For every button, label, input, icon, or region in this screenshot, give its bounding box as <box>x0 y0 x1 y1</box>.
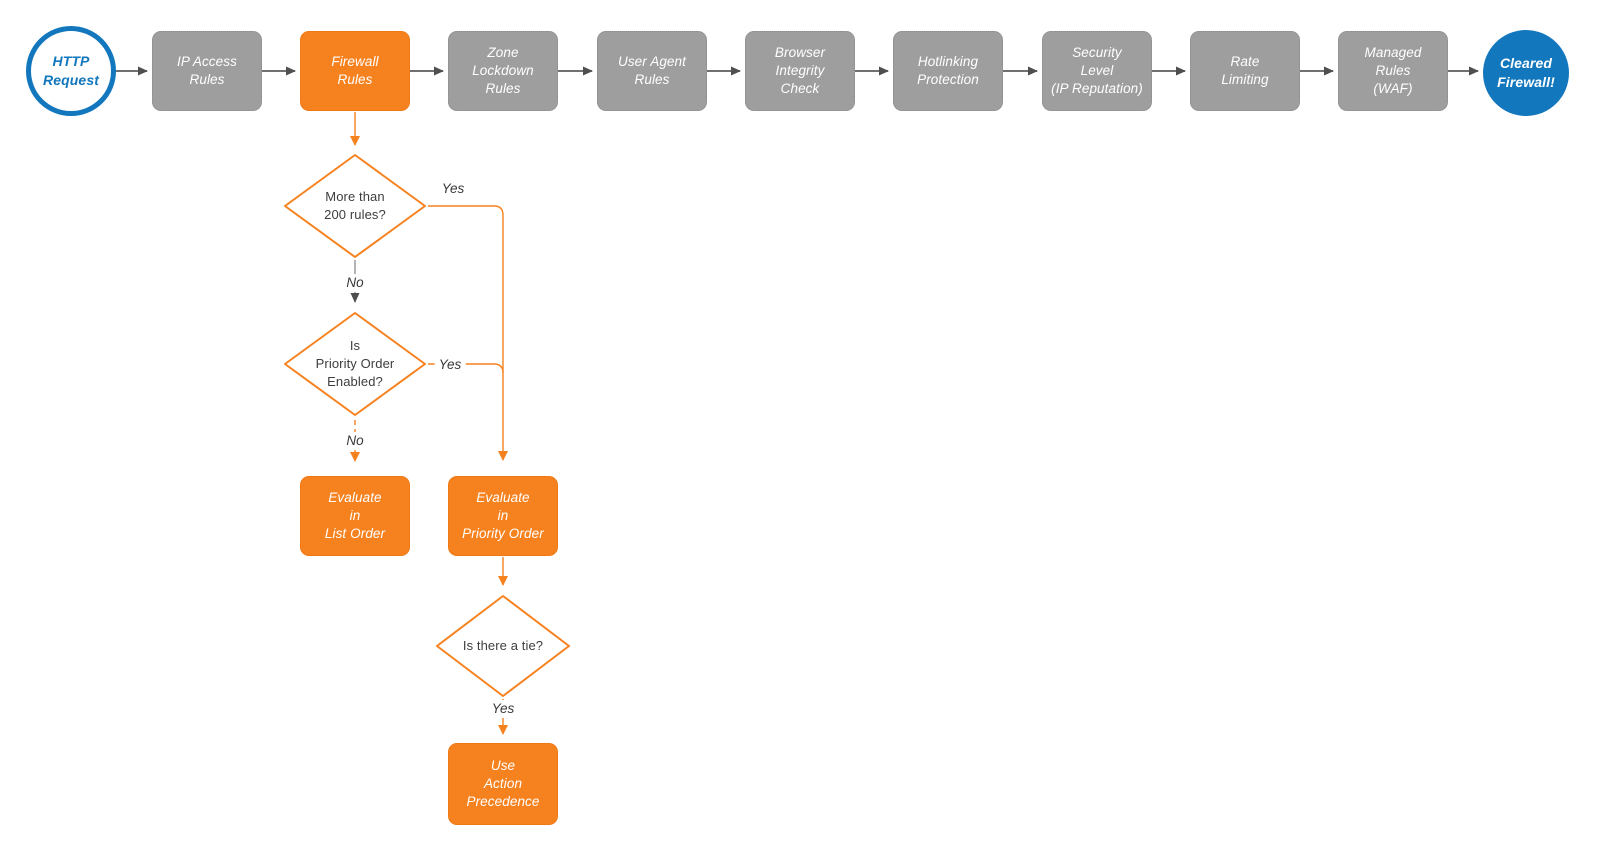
node-ip-access-rules: IP Access Rules <box>152 31 262 111</box>
node-label: Rate Limiting <box>1221 54 1269 87</box>
node-label: Firewall Rules <box>331 54 379 87</box>
node-label: Hotlinking Protection <box>917 54 979 87</box>
node-label: HTTP Request <box>43 53 99 88</box>
edge-label-no-1: No <box>342 274 368 292</box>
edge-label-yes-3: Yes <box>487 700 519 718</box>
node-security-level: Security Level (IP Reputation) <box>1042 31 1152 111</box>
decision-is-there-a-tie: Is there a tie? <box>435 594 571 698</box>
node-cleared-firewall: Cleared Firewall! <box>1483 30 1569 116</box>
node-label: Cleared Firewall! <box>1497 55 1555 90</box>
edge-label-yes-2: Yes <box>434 356 466 374</box>
decision-priority-order-enabled: Is Priority Order Enabled? <box>283 311 427 417</box>
node-label: User Agent Rules <box>617 54 687 87</box>
node-managed-rules-waf: Managed Rules (WAF) <box>1338 31 1448 111</box>
node-evaluate-in-list-order: Evaluate in List Order <box>300 476 410 556</box>
edge-label-no-2: No <box>342 432 368 450</box>
diamond-shape <box>436 595 570 697</box>
node-browser-integrity-check: Browser Integrity Check <box>745 31 855 111</box>
diamond-shape <box>284 154 426 258</box>
edge-label-yes-1: Yes <box>441 181 465 196</box>
node-label: Evaluate in List Order <box>324 490 386 541</box>
node-label: Browser Integrity Check <box>774 45 826 96</box>
diamond-shape <box>284 312 426 416</box>
node-use-action-precedence: Use Action Precedence <box>448 743 558 825</box>
node-label: Security Level (IP Reputation) <box>1051 45 1143 96</box>
decision-label: Is there a tie? <box>462 637 544 653</box>
node-label: Managed Rules (WAF) <box>1364 45 1422 96</box>
node-firewall-rules: Firewall Rules <box>300 31 410 111</box>
decision-more-than-200-rules: More than 200 rules? <box>283 153 427 259</box>
node-http-request: HTTP Request <box>26 26 116 116</box>
node-evaluate-in-priority-order: Evaluate in Priority Order <box>448 476 558 556</box>
arrow-decision1-yes-to-priority-box <box>428 205 508 461</box>
decision-label: Is Priority Order Enabled? <box>315 337 395 390</box>
node-label: IP Access Rules <box>177 54 237 87</box>
decision-label: More than 200 rules? <box>324 188 386 222</box>
node-label: Zone Lockdown Rules <box>472 45 534 96</box>
arrow-decision2-yes-join <box>428 363 504 374</box>
node-rate-limiting: Rate Limiting <box>1190 31 1300 111</box>
node-user-agent-rules: User Agent Rules <box>597 31 707 111</box>
node-hotlinking-protection: Hotlinking Protection <box>893 31 1003 111</box>
node-zone-lockdown-rules: Zone Lockdown Rules <box>448 31 558 111</box>
node-label: Evaluate in Priority Order <box>462 490 544 541</box>
node-label: Use Action Precedence <box>466 758 540 809</box>
